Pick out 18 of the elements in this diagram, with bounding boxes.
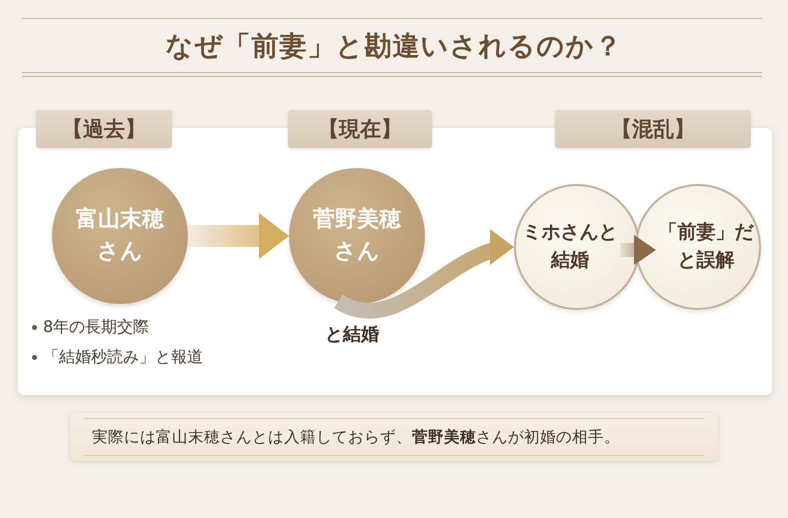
arrow [188, 213, 289, 259]
caption-text: と結婚 [325, 323, 379, 347]
section-header-box [288, 110, 432, 148]
list-item-text: 8年の長期交際 [43, 316, 150, 338]
list-item-text: 「結婚秒読み」と報道 [43, 346, 203, 368]
section-heading: 【現在】 [318, 116, 402, 143]
section-header-box [555, 110, 751, 148]
section-heading: 【過去】 [62, 116, 146, 143]
section-header-box [36, 110, 172, 148]
title: なぜ「前妻」と勘違いされるのか？ [166, 30, 622, 64]
section-heading: 【混乱】 [611, 116, 695, 143]
curved-arrow [334, 232, 515, 319]
circle-label: 富山末穂さん [75, 206, 165, 266]
circle-label: 「前妻」だと誤解 [658, 220, 754, 273]
note-banner [70, 413, 718, 461]
circle-label: ミホさんと結婚 [522, 220, 618, 273]
circle-label: 菅野美穂さん [312, 206, 402, 266]
note-text: 実際には富山末穂さんとは入籍しておらず、菅野美穂さんが初婚の相手。 [92, 427, 620, 448]
